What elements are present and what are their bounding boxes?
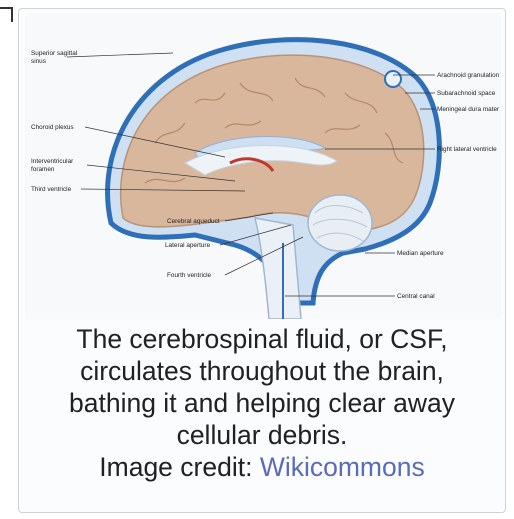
wikicommons-link[interactable]: Wikicommons [260, 452, 425, 482]
caption-line-1: The cerebrospinal fluid, or CSF, [19, 323, 505, 355]
label-third-ventricle: Third ventricle [31, 186, 72, 193]
label-central-canal: Central canal [397, 293, 435, 300]
figure-caption: The cerebrospinal fluid, or CSF, circula… [19, 323, 505, 483]
label-choroid-plexus: Choroid plexus [31, 124, 74, 131]
caption-line-3: bathing it and helping clear away [19, 387, 505, 419]
label-interventricular-foramen-1: Interventricular [31, 158, 74, 165]
caption-line-4: cellular debris. [19, 419, 505, 451]
caption-line-2: circulates throughout the brain, [19, 355, 505, 387]
arachnoid-granulation [385, 71, 401, 87]
label-superior-sagittal-sinus-2: sinus [31, 58, 46, 65]
label-fourth-ventricle: Fourth ventricle [167, 272, 211, 279]
label-superior-sagittal-sinus-1: Superior sagittal [31, 50, 77, 57]
label-cerebral-aqueduct: Cerebral aqueduct [167, 218, 220, 225]
brain-sagittal-diagram: Superior sagittal sinus Choroid plexus I… [25, 13, 501, 319]
brain-csf-illustration: Superior sagittal sinus Choroid plexus I… [25, 13, 501, 319]
image-credit-prefix: Image credit: [99, 452, 260, 482]
label-median-aperture: Median aperture [397, 250, 444, 257]
label-right-lateral-ventricle: Right lateral ventricle [437, 146, 497, 153]
label-lateral-aperture: Lateral aperture [165, 242, 211, 249]
label-subarachnoid-space: Subarachnoid space [437, 90, 496, 97]
image-credit: Image credit: Wikicommons [19, 451, 505, 483]
label-arachnoid-granulation: Arachnoid granulation [437, 72, 500, 79]
csf-figure: Superior sagittal sinus Choroid plexus I… [18, 8, 506, 513]
label-interventricular-foramen-2: foramen [31, 166, 55, 173]
label-meningeal-dura-mater: Meningeal dura mater [437, 106, 500, 113]
